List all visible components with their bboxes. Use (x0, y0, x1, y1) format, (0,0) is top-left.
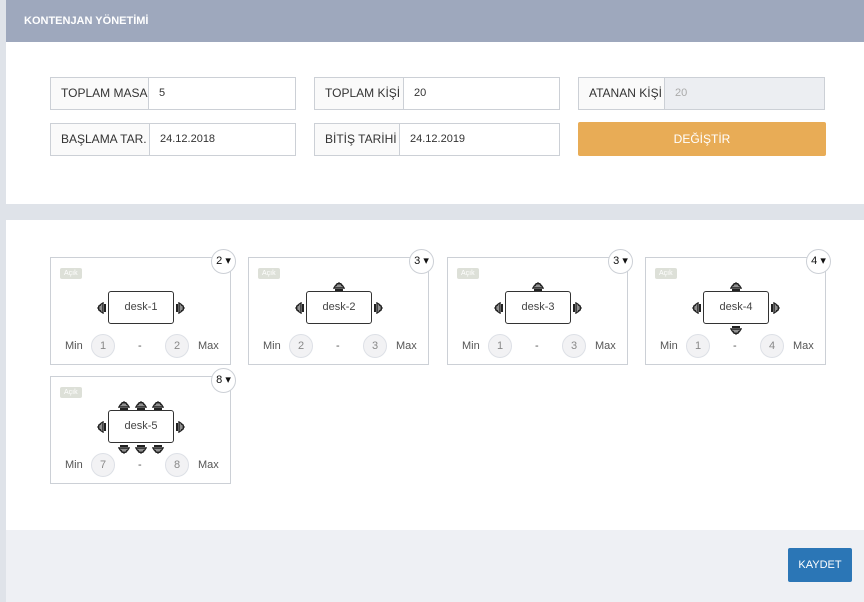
bitis-label: BİTİŞ TARİHİ (315, 124, 400, 155)
capacity-dropdown[interactable]: 8 ▾ (211, 368, 236, 393)
chair-icon (117, 443, 131, 455)
desk-card[interactable]: Açık 8 ▾ desk-5 Min 7 - 8 Max (50, 368, 236, 484)
capacity-dropdown[interactable]: 4 ▾ (806, 249, 831, 274)
min-value[interactable]: 7 (91, 453, 115, 477)
bitis-group: BİTİŞ TARİHİ 24.12.2019 (314, 123, 560, 156)
chair-icon (95, 301, 107, 315)
page-header: KONTENJAN YÖNETİMİ (6, 0, 864, 42)
capacity-dropdown[interactable]: 3 ▾ (608, 249, 633, 274)
desk-table: desk-3 (505, 291, 571, 324)
desk-card[interactable]: Açık 3 ▾ desk-3 Min 1 - 3 Max (447, 249, 633, 365)
range-separator: - (535, 340, 539, 352)
chair-icon (690, 301, 702, 315)
status-badge: Açık (60, 268, 82, 279)
footer-bar (6, 530, 864, 602)
atanan-kisi-input: 20 (665, 78, 824, 109)
max-label: Max (396, 340, 417, 352)
max-value[interactable]: 2 (165, 334, 189, 358)
chair-icon (134, 398, 148, 410)
min-value[interactable]: 1 (91, 334, 115, 358)
toplam-masa-input[interactable]: 5 (159, 87, 166, 99)
chair-icon (151, 398, 165, 410)
atanan-kisi-group: ATANAN KİŞİ 20 (578, 77, 825, 110)
capacity-dropdown[interactable]: 2 ▾ (211, 249, 236, 274)
max-value[interactable]: 3 (562, 334, 586, 358)
min-value[interactable]: 1 (488, 334, 512, 358)
chair-icon (729, 279, 743, 291)
min-label: Min (263, 340, 281, 352)
desk-card[interactable]: Açık 3 ▾ desk-2 Min 2 - 3 Max (248, 249, 434, 365)
range-separator: - (138, 340, 142, 352)
desk-table: desk-4 (703, 291, 769, 324)
chair-icon (151, 443, 165, 455)
baslama-group: BAŞLAMA TAR. 24.12.2018 (50, 123, 296, 156)
chair-icon (729, 324, 743, 336)
baslama-label: BAŞLAMA TAR. (51, 124, 150, 155)
status-badge: Açık (258, 268, 280, 279)
degistir-button[interactable]: DEĞİŞTİR (578, 122, 826, 156)
atanan-kisi-label: ATANAN KİŞİ (579, 78, 665, 109)
capacity-dropdown[interactable]: 3 ▾ (409, 249, 434, 274)
range-separator: - (733, 340, 737, 352)
status-badge: Açık (60, 387, 82, 398)
baslama-input[interactable]: 24.12.2018 (160, 133, 216, 145)
chair-icon (95, 420, 107, 434)
toplam-masa-label: TOPLAM MASA (51, 78, 149, 109)
chair-icon (373, 301, 385, 315)
toplam-kisi-group: TOPLAM KİŞİ 20 (314, 77, 560, 110)
max-label: Max (198, 459, 219, 471)
max-value[interactable]: 8 (165, 453, 189, 477)
chair-icon (117, 398, 131, 410)
toplam-kisi-label: TOPLAM KİŞİ (315, 78, 404, 109)
bitis-input[interactable]: 24.12.2019 (410, 133, 466, 145)
chair-icon (175, 420, 187, 434)
min-label: Min (462, 340, 480, 352)
desk-table: desk-5 (108, 410, 174, 443)
chair-icon (293, 301, 305, 315)
save-button[interactable]: KAYDET (788, 548, 852, 582)
max-label: Max (595, 340, 616, 352)
min-label: Min (660, 340, 678, 352)
min-label: Min (65, 340, 83, 352)
max-value[interactable]: 4 (760, 334, 784, 358)
min-value[interactable]: 2 (289, 334, 313, 358)
min-value[interactable]: 1 (686, 334, 710, 358)
min-label: Min (65, 459, 83, 471)
desk-table: desk-1 (108, 291, 174, 324)
range-separator: - (138, 459, 142, 471)
desk-card[interactable]: Açık 2 ▾ desk-1 Min 1 - 2 Max (50, 249, 236, 365)
chair-icon (572, 301, 584, 315)
range-separator: - (336, 340, 340, 352)
chair-icon (332, 279, 346, 291)
chair-icon (175, 301, 187, 315)
desk-table: desk-2 (306, 291, 372, 324)
chair-icon (770, 301, 782, 315)
desk-card[interactable]: Açık 4 ▾ desk-4 Min 1 - 4 Max (645, 249, 831, 365)
max-label: Max (198, 340, 219, 352)
toplam-kisi-input[interactable]: 20 (414, 87, 427, 99)
status-badge: Açık (655, 268, 677, 279)
toplam-masa-group: TOPLAM MASA 5 (50, 77, 296, 110)
chair-icon (134, 443, 148, 455)
chair-icon (492, 301, 504, 315)
max-label: Max (793, 340, 814, 352)
max-value[interactable]: 3 (363, 334, 387, 358)
chair-icon (531, 279, 545, 291)
page-title: KONTENJAN YÖNETİMİ (24, 15, 149, 27)
status-badge: Açık (457, 268, 479, 279)
